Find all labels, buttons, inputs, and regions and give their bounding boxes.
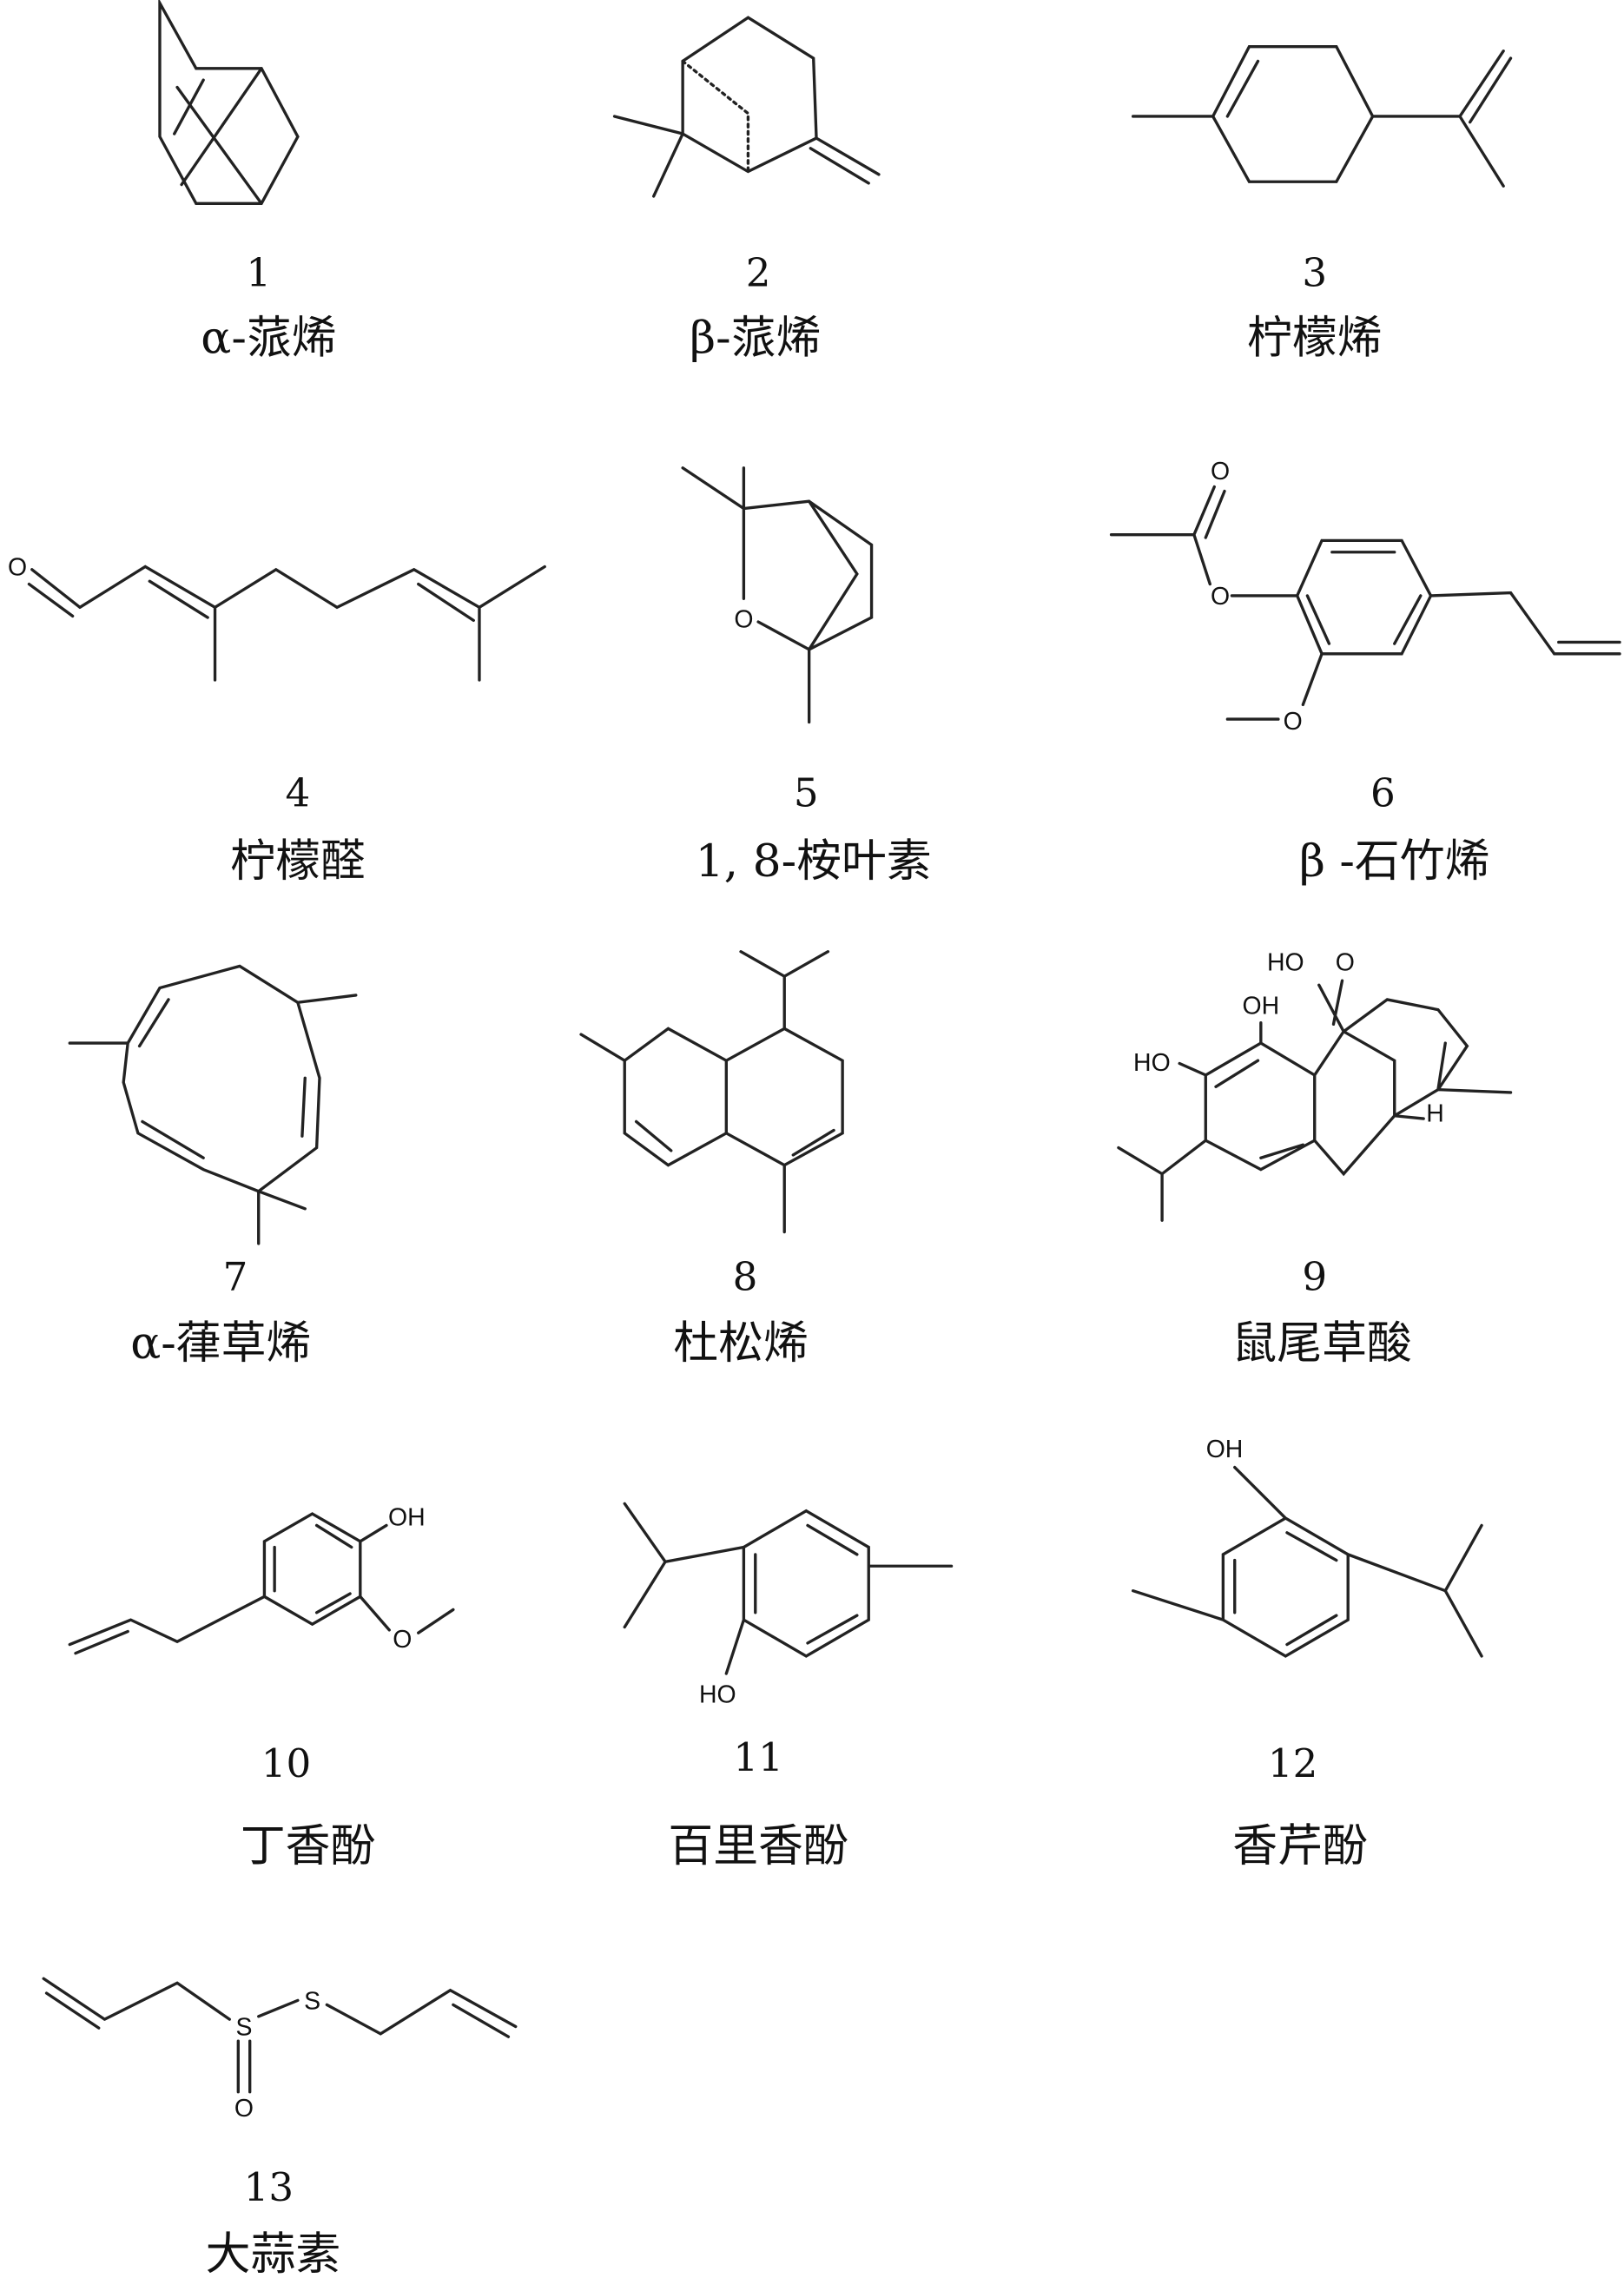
structure-1 (158, 0, 300, 205)
svg-text:O: O (8, 554, 27, 582)
svg-text:O: O (734, 606, 753, 634)
svg-text:OH: OH (1243, 993, 1280, 1020)
svg-text:β-蒎烯: β-蒎烯 (690, 313, 821, 365)
label-13: 13 大蒜素 (206, 2164, 341, 2278)
svg-text:杜松烯: 杜松烯 (673, 1317, 809, 1370)
svg-text:丁香酚: 丁香酚 (241, 1820, 376, 1872)
label-10: 10 丁香酚 (241, 1740, 376, 1872)
structure-2 (612, 16, 881, 198)
structure-9: HO OH HO O H (1117, 948, 1513, 1222)
svg-text:HO: HO (1267, 948, 1304, 976)
structure-7 (68, 964, 358, 1245)
structure-6: O O O (1109, 458, 1621, 736)
structure-13: S S O (42, 1977, 518, 2123)
svg-text:柠檬烯: 柠檬烯 (1247, 313, 1383, 365)
structure-12: OH (1131, 1436, 1483, 1658)
svg-text:香芹酚: 香芹酚 (1232, 1820, 1368, 1872)
svg-text:9: 9 (1302, 1253, 1327, 1299)
svg-text:H: H (1426, 1099, 1444, 1127)
svg-text:O: O (393, 1626, 412, 1654)
label-12: 12 香芹酚 (1232, 1740, 1368, 1872)
svg-text:O: O (234, 2095, 254, 2123)
structure-8 (579, 950, 844, 1234)
svg-text:α-蒎烯: α-蒎烯 (201, 313, 336, 365)
svg-text:13: 13 (244, 2164, 294, 2210)
svg-text:4: 4 (286, 769, 311, 815)
svg-text:HO: HO (699, 1680, 736, 1708)
svg-text:大蒜素: 大蒜素 (206, 2228, 341, 2278)
svg-text:O: O (1211, 458, 1230, 485)
structure-5: O (681, 466, 874, 724)
label-11: 11 百里香酚 (668, 1734, 848, 1872)
svg-text:β -石竹烯: β -石竹烯 (1299, 835, 1490, 888)
svg-text:1, 8-桉叶素: 1, 8-桉叶素 (696, 835, 932, 888)
svg-text:3: 3 (1302, 250, 1327, 296)
structure-10: OH O (68, 1503, 455, 1655)
svg-text:O: O (1211, 583, 1230, 611)
svg-text:5: 5 (794, 769, 819, 815)
svg-text:OH: OH (388, 1503, 426, 1531)
svg-text:α-葎草烯: α-葎草烯 (130, 1317, 311, 1370)
structure-11: HO (623, 1502, 954, 1708)
svg-text:12: 12 (1268, 1740, 1317, 1786)
svg-text:S: S (236, 2014, 253, 2042)
structure-4: O (8, 554, 546, 682)
svg-text:6: 6 (1370, 769, 1396, 815)
svg-text:OH: OH (1206, 1436, 1244, 1463)
label-7: 7 α-葎草烯 (130, 1253, 311, 1370)
svg-text:1: 1 (246, 250, 271, 296)
svg-text:鼠尾草酸: 鼠尾草酸 (1231, 1317, 1411, 1370)
svg-text:7: 7 (223, 1253, 248, 1299)
svg-text:百里香酚: 百里香酚 (668, 1820, 848, 1872)
svg-text:10: 10 (261, 1740, 311, 1786)
svg-text:11: 11 (733, 1734, 782, 1780)
label-1: 1 α-蒎烯 (201, 250, 336, 365)
label-2: 2 β-蒎烯 (690, 250, 821, 365)
svg-text:HO: HO (1133, 1049, 1171, 1077)
label-4: 4 柠檬醛 (230, 769, 366, 887)
svg-text:柠檬醛: 柠檬醛 (230, 835, 366, 888)
label-8: 8 杜松烯 (673, 1253, 809, 1370)
label-6: 6 β -石竹烯 (1299, 769, 1490, 887)
svg-text:S: S (304, 1987, 320, 2015)
svg-text:O: O (1336, 948, 1355, 976)
svg-text:2: 2 (746, 250, 771, 296)
label-3: 3 柠檬烯 (1247, 250, 1383, 365)
label-5: 5 1, 8-桉叶素 (696, 769, 932, 887)
svg-text:O: O (1284, 708, 1303, 736)
svg-text:8: 8 (733, 1253, 758, 1299)
label-9: 9 鼠尾草酸 (1231, 1253, 1411, 1370)
structure-3 (1131, 45, 1513, 188)
